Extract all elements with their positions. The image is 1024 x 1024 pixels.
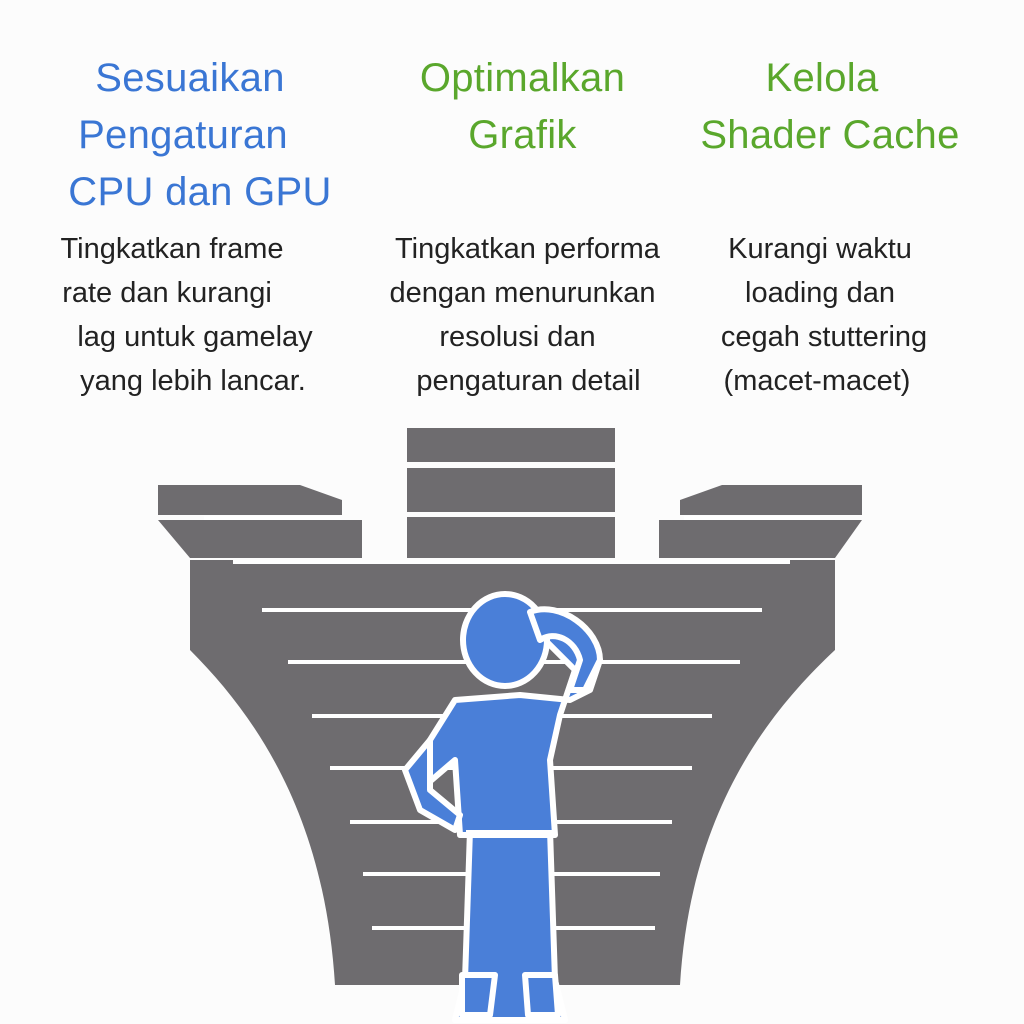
left-ledge-top <box>158 485 342 515</box>
right-ledge <box>659 520 862 558</box>
body-line: resolusi dan <box>439 321 596 353</box>
column-title: Kelola Shader Cache <box>675 50 985 164</box>
column-shader-cache: Kelola Shader Cache Kurangi waktu loadin… <box>675 50 985 403</box>
body-line: Kurangi waktu <box>728 233 912 265</box>
body-line: rate dan kurangi <box>62 277 272 309</box>
column-description: Tingkatkan frame rate dan kurangi lag un… <box>30 227 350 403</box>
left-ledge <box>158 520 362 558</box>
center-block <box>407 468 615 512</box>
center-block <box>407 428 615 462</box>
column-title: Optimalkan Grafik <box>360 50 685 164</box>
body-line: Tingkatkan frame <box>60 233 284 265</box>
column-description: Tingkatkan performa dengan menurunkan re… <box>360 227 685 403</box>
column-cpu-gpu: Sesuaikan Pengaturan CPU dan GPU Tingkat… <box>30 50 350 403</box>
title-line: Grafik <box>468 113 577 157</box>
body-line: loading dan <box>745 277 895 309</box>
title-line: Pengaturan <box>78 113 288 157</box>
column-description: Kurangi waktu loading dan cegah stutteri… <box>675 227 985 403</box>
body-line: yang lebih lancar. <box>80 365 306 397</box>
right-ledge-top <box>680 485 862 515</box>
body-line: dengan menurunkan <box>389 277 656 309</box>
body-line: Tingkatkan performa <box>395 233 660 265</box>
title-line: Optimalkan <box>419 56 626 100</box>
body-line: lag untuk gamelay <box>77 321 313 353</box>
title-line: CPU dan GPU <box>68 170 332 214</box>
person-icon <box>402 591 603 1023</box>
center-block <box>407 517 615 558</box>
title-line: Kelola <box>765 56 879 100</box>
title-line: Sesuaikan <box>95 56 285 100</box>
body-line: cegah stuttering <box>720 321 928 353</box>
body-line: (macet-macet) <box>723 365 911 397</box>
column-graphics: Optimalkan Grafik Tingkatkan performa de… <box>360 50 685 403</box>
column-title: Sesuaikan Pengaturan CPU dan GPU <box>30 50 350 221</box>
title-line: Shader Cache <box>700 113 960 157</box>
body-line: pengaturan detail <box>416 365 641 397</box>
